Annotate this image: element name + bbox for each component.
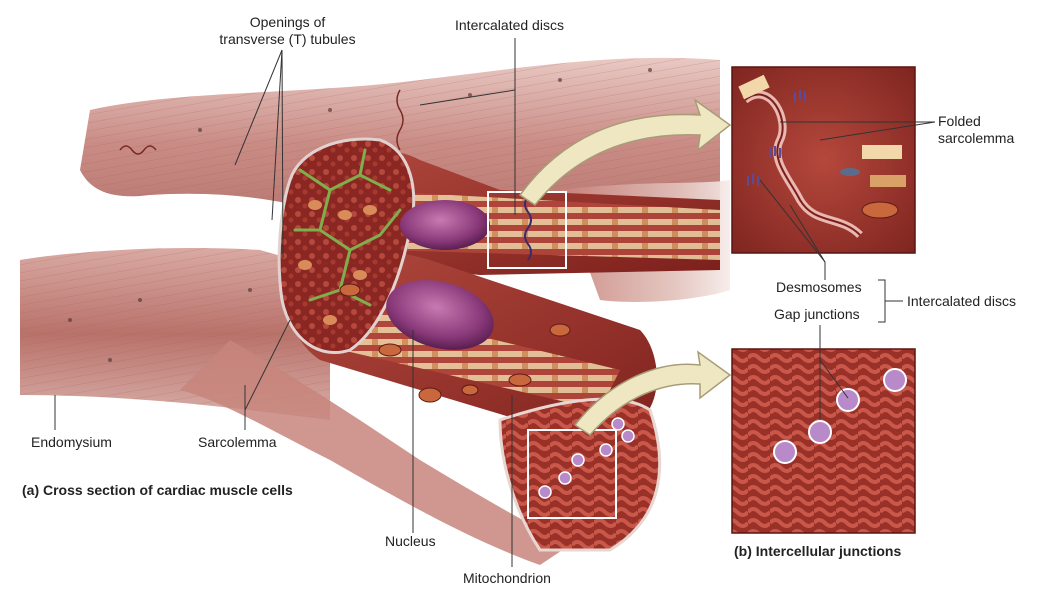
label-desmosomes: Desmosomes <box>776 279 862 295</box>
gap-junction-zoom-box <box>527 429 617 519</box>
nucleus-upper <box>400 200 490 250</box>
label-nucleus: Nucleus <box>385 533 436 549</box>
mitochondria <box>339 283 571 403</box>
label-gap-junctions: Gap junctions <box>774 306 860 322</box>
inset-gap-junctions <box>731 348 916 534</box>
leader-lines <box>54 38 936 567</box>
gap-junction-dots <box>538 417 635 499</box>
zoom-arrow-upper <box>518 98 732 207</box>
label-endomysium: Endomysium <box>31 434 112 450</box>
label-t-tubules-line1: Openings of <box>249 14 326 30</box>
label-intercalated-discs-right: Intercalated discs <box>907 293 1016 309</box>
label-folded-line2: sarcolemma <box>938 130 1015 146</box>
inset-intercalated-disc <box>731 66 916 254</box>
label-folded-sarcolemma: Folded sarcolemma <box>938 113 1014 147</box>
caption-a: (a) Cross section of cardiac muscle cell… <box>22 482 293 498</box>
cross-section-face <box>277 137 416 355</box>
label-t-tubules: Openings of transverse (T) tubules <box>200 14 375 48</box>
label-sarcolemma: Sarcolemma <box>198 434 277 450</box>
label-folded-line1: Folded <box>938 113 981 129</box>
zoom-arrow-lower <box>573 350 732 436</box>
label-t-tubules-line2: transverse (T) tubules <box>219 31 356 47</box>
muscle-fiber-background <box>20 57 730 565</box>
caption-b: (b) Intercellular junctions <box>734 543 902 559</box>
label-intercalated-discs-top: Intercalated discs <box>455 17 564 33</box>
label-mitochondrion: Mitochondrion <box>463 570 551 586</box>
